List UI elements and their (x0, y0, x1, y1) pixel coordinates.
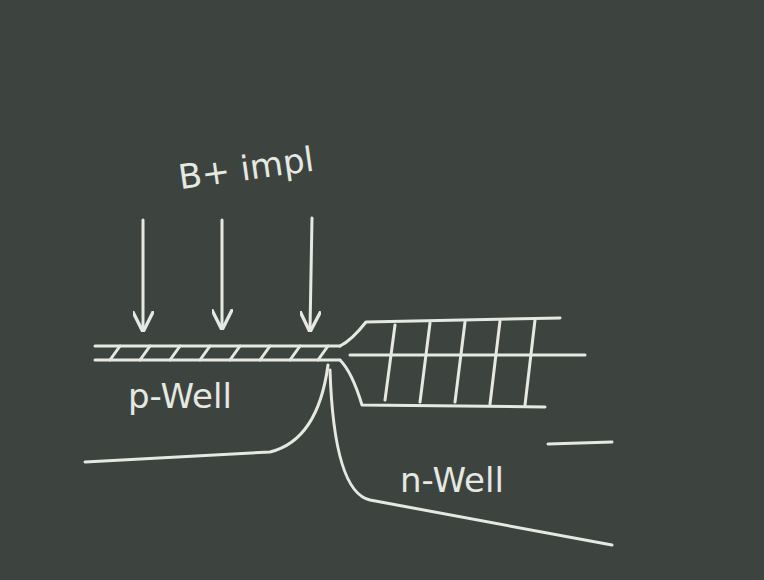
implant-arrow (221, 220, 224, 328)
field-oxide (340, 318, 585, 407)
implant-arrow (310, 218, 312, 330)
thin-oxide (95, 346, 340, 360)
implant-label: B+ impl (176, 141, 316, 197)
region-label: p-Well (128, 378, 232, 415)
implant-arrow (142, 220, 145, 330)
n-well-edge (548, 442, 612, 444)
region-label: n-Well (400, 462, 504, 499)
p-well-boundary (85, 365, 328, 462)
n-well-boundary (330, 370, 612, 545)
